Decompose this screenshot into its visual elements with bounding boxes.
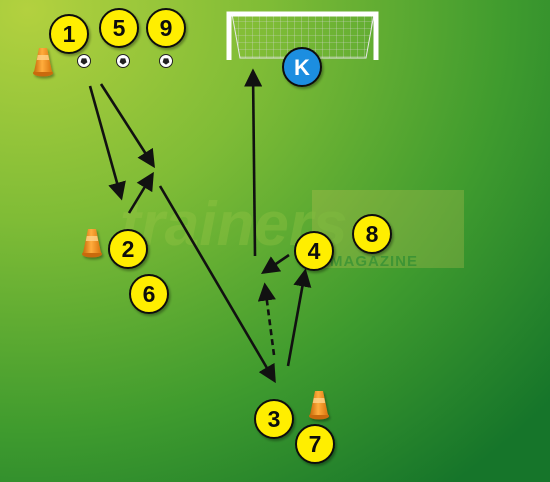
goal xyxy=(226,11,379,60)
player-number: 3 xyxy=(268,406,281,432)
player-marker-2: 2 xyxy=(108,229,148,269)
keeper-label: K xyxy=(294,55,310,80)
player-marker-4: 4 xyxy=(294,231,334,271)
player-marker-3: 3 xyxy=(254,399,294,439)
player-circle xyxy=(254,399,294,439)
player-number: 8 xyxy=(366,221,379,247)
player-circle xyxy=(108,229,148,269)
cone-icon xyxy=(33,48,53,77)
player-number: 4 xyxy=(308,238,321,264)
watermark-logo: trainers MAGAZINE xyxy=(120,190,464,270)
movement-arrows xyxy=(88,68,312,384)
player-circle xyxy=(146,8,186,48)
player-number: 1 xyxy=(63,21,76,47)
player-marker-8: 8 xyxy=(352,214,392,254)
player-number: 7 xyxy=(309,431,322,457)
player-marker-6: 6 xyxy=(129,274,169,314)
player-circle xyxy=(129,274,169,314)
player-marker-1: 1 xyxy=(49,14,89,54)
arrow-long-run-to-3 xyxy=(158,185,276,384)
arrow-1-to-2 xyxy=(88,85,126,201)
player-circle xyxy=(99,8,139,48)
watermark-sub-text: MAGAZINE xyxy=(330,253,418,270)
player-marker-9: 9 xyxy=(146,8,186,48)
player-number: 6 xyxy=(143,281,156,307)
cone-icon xyxy=(309,391,329,420)
player-number: 9 xyxy=(160,15,173,41)
arrow-2-pass xyxy=(127,171,154,214)
arrow-3-to-4 xyxy=(286,268,312,367)
keeper-marker: K xyxy=(282,47,322,87)
player-marker-7: 7 xyxy=(295,424,335,464)
players: 1 5 9 26 4 8 3 7 xyxy=(49,8,392,464)
player-circle xyxy=(352,214,392,254)
arrow-1-run xyxy=(99,83,155,169)
ball-icon xyxy=(159,54,173,68)
player-marker-5: 5 xyxy=(99,8,139,48)
player-circle xyxy=(294,231,334,271)
player-circle xyxy=(49,14,89,54)
arrow-dribble-dashed xyxy=(257,282,276,356)
ball-icon xyxy=(116,54,130,68)
player-number: 2 xyxy=(122,236,135,262)
player-circle xyxy=(295,424,335,464)
ball-icon xyxy=(77,54,91,68)
arrow-shot-on-goal xyxy=(244,68,263,257)
cone-icon xyxy=(82,229,102,258)
player-number: 5 xyxy=(113,15,126,41)
arrow-4-layoff xyxy=(260,253,290,275)
